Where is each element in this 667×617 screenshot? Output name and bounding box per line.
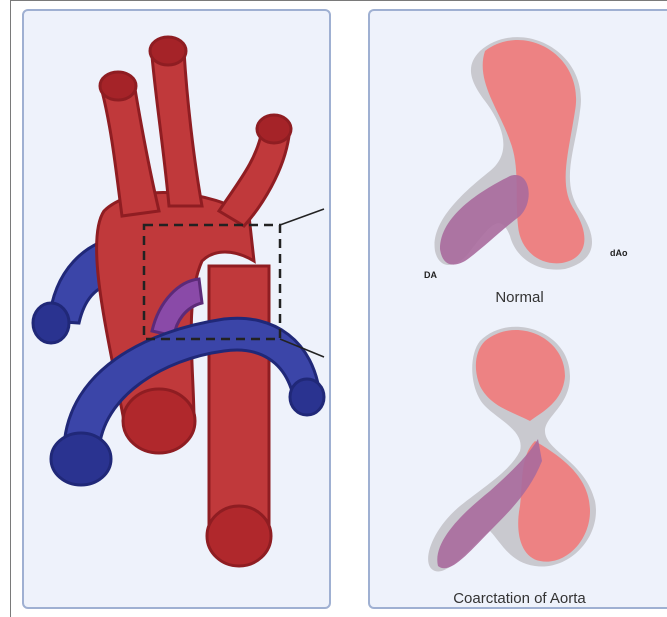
- normal-tissue: [435, 37, 592, 270]
- aortic-arch-illustration: [24, 11, 331, 609]
- tissue-illustrations: [370, 11, 667, 609]
- descending-aorta: [207, 266, 271, 566]
- dao-label: dAo: [610, 248, 628, 258]
- coarctation-tissue: [428, 327, 596, 572]
- normal-caption: Normal: [370, 289, 667, 306]
- vessel-anatomy-panel: [22, 9, 331, 609]
- coarctation-caption: Coarctation of Aorta: [370, 590, 667, 607]
- arch-branches: [100, 37, 291, 226]
- zoom-pointer-top: [280, 209, 324, 225]
- da-label: DA: [424, 270, 437, 280]
- tissue-panel: DA dAo Normal Coarctation of Aorta: [368, 9, 667, 609]
